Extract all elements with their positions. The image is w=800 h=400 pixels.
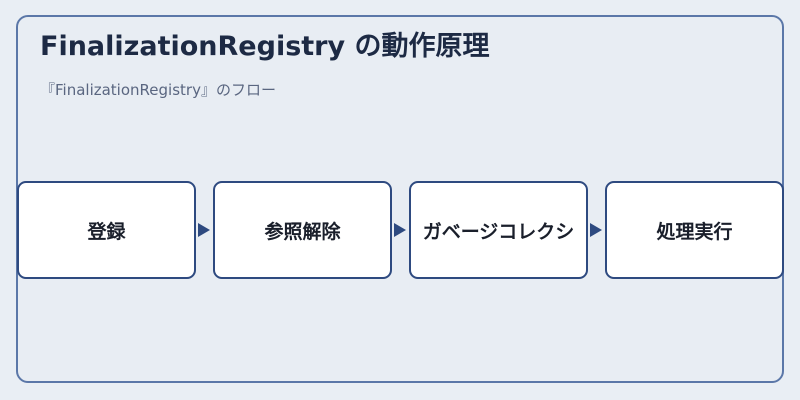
step-box-garbage-collection: ガベージコレクシ [409, 181, 588, 279]
step-box-dereference: 参照解除 [213, 181, 392, 279]
step-box-register: 登録 [17, 181, 196, 279]
arrow-right-icon [590, 223, 602, 237]
step-box-execute: 処理実行 [605, 181, 784, 279]
diagram-title: FinalizationRegistry の動作原理 [40, 31, 490, 62]
arrow-right-icon [198, 223, 210, 237]
arrow-right-icon [394, 223, 406, 237]
diagram-subtitle: 『FinalizationRegistry』のフロー [40, 81, 276, 99]
